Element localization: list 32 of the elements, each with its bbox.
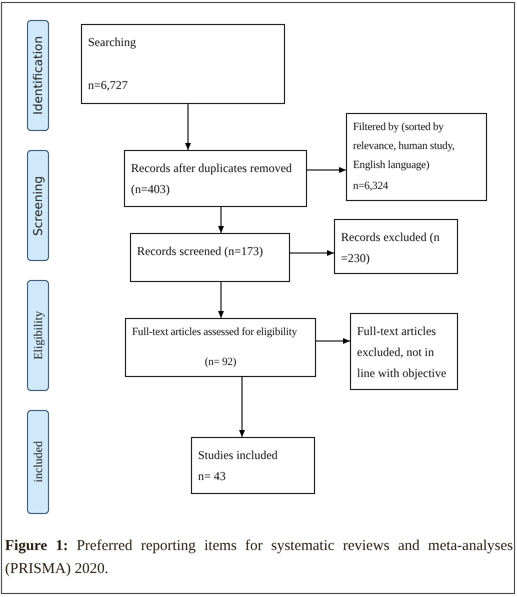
process-box — [350, 313, 458, 390]
arrow — [239, 376, 245, 438]
box-text: (n= 92) — [204, 355, 238, 370]
arrow — [218, 206, 224, 234]
box-text: Studies included — [198, 447, 279, 464]
stage-label: Eligibility — [27, 280, 49, 391]
process-box — [346, 113, 487, 201]
box-text: Full-text articles assessed for eligibility — [132, 325, 298, 340]
stage-label: included — [27, 410, 49, 514]
process-box — [191, 437, 315, 494]
box-text: Searching — [88, 34, 137, 51]
process-box — [334, 219, 458, 274]
arrow — [290, 250, 334, 256]
box-text: Filtered by (sorted by relevance, human study, English language) — [353, 120, 456, 173]
figure-caption: Figure 1: Preferred reporting items for systematic reviews and meta-analyses (PRISMA) 2020. — [5, 537, 513, 579]
stage-label: Screening — [27, 150, 49, 261]
arrow — [306, 167, 346, 173]
stage-label: Identification — [27, 20, 49, 131]
box-text: Records excluded (n =230) — [341, 229, 441, 267]
arrow — [316, 338, 350, 344]
box-text: n=6,324 — [353, 179, 390, 194]
box-text: Full-text articles excluded, not in line with objective — [357, 323, 448, 382]
process-box — [124, 150, 307, 207]
process-box — [125, 318, 316, 377]
process-box — [130, 233, 290, 282]
arrow — [218, 282, 224, 318]
box-text: n= 43 — [198, 468, 227, 485]
box-text: Records screened (n=173) — [137, 243, 264, 260]
process-box — [81, 24, 285, 104]
arrow — [185, 104, 191, 150]
box-text: n=6,727 — [88, 77, 129, 94]
box-text: Records after duplicates removed (n=403) — [131, 160, 293, 198]
